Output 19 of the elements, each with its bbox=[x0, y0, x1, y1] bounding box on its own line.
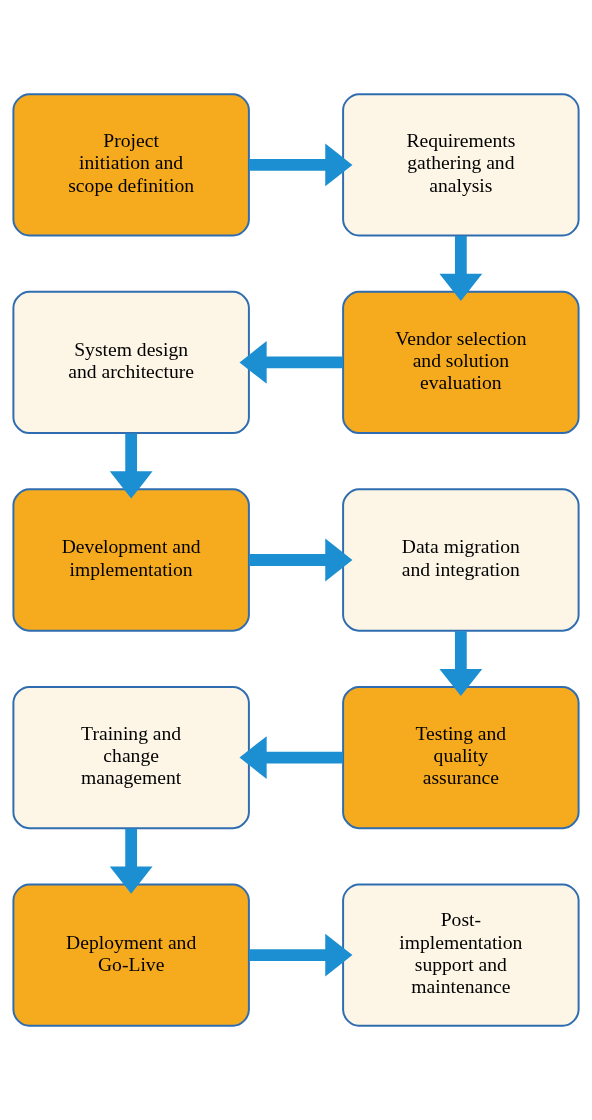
arrow bbox=[249, 933, 353, 977]
node-box: Post-implementation support and maintenance bbox=[342, 883, 580, 1027]
arrow bbox=[109, 433, 153, 499]
arrow bbox=[439, 236, 483, 301]
arrow bbox=[239, 736, 343, 779]
node-box: Development and implementation bbox=[12, 488, 250, 632]
node-box: Requirements gathering and analysis bbox=[342, 93, 580, 237]
node-box: Training and change management bbox=[12, 685, 250, 830]
node-box: Vendor selection and solution evaluation bbox=[342, 290, 580, 435]
node-box: Project initiation and scope definition bbox=[12, 93, 250, 237]
node-box: Data migration and integration bbox=[342, 488, 580, 632]
arrow bbox=[249, 143, 353, 187]
node-box: Deployment and Go-Live bbox=[12, 883, 250, 1027]
node-box: System design and architecture bbox=[12, 290, 250, 435]
arrow bbox=[109, 828, 153, 894]
arrow bbox=[439, 631, 483, 697]
arrow bbox=[239, 341, 343, 384]
arrow bbox=[249, 538, 353, 582]
node-box: Testing and quality assurance bbox=[342, 685, 580, 830]
